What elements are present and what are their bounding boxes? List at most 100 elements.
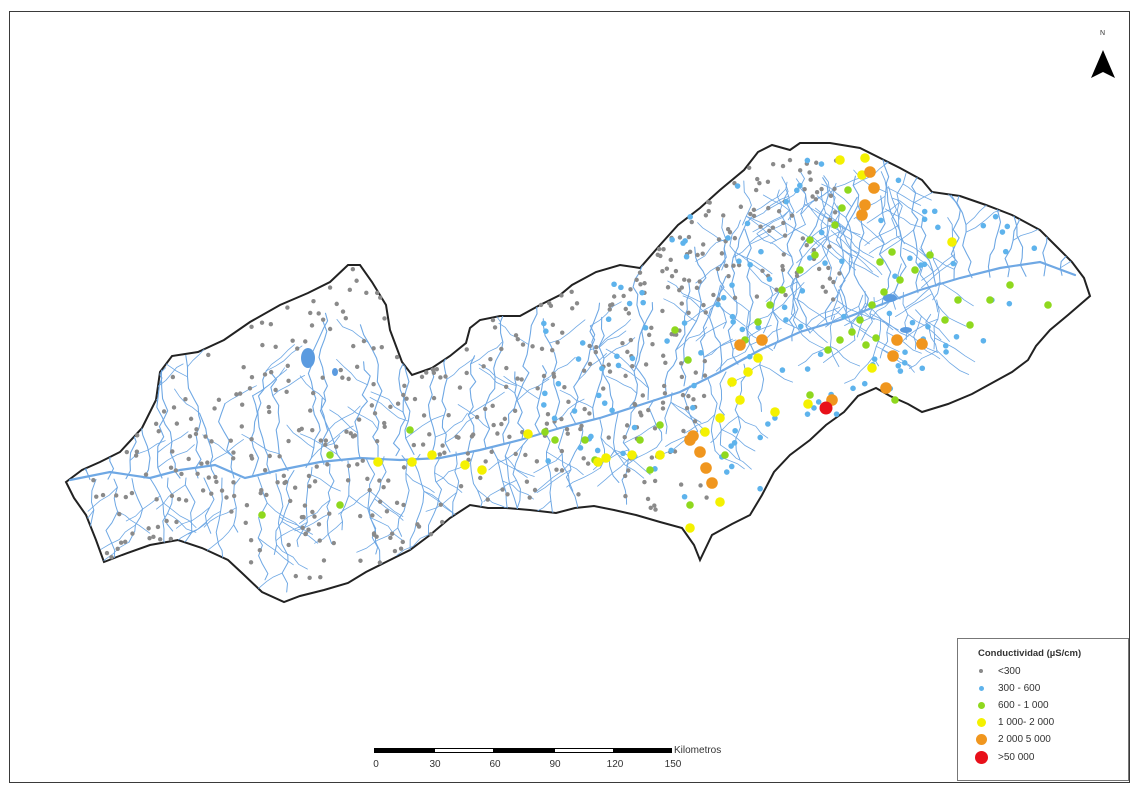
site-marker (681, 320, 688, 326)
site-marker (364, 290, 369, 296)
site-marker (715, 497, 725, 507)
river (836, 300, 875, 321)
site-marker (850, 385, 856, 392)
site-marker (296, 428, 302, 433)
site-marker (864, 166, 876, 178)
site-marker (686, 278, 692, 283)
site-marker (582, 406, 587, 412)
north-arrow: N (1088, 30, 1118, 86)
site-marker (310, 390, 316, 396)
river (157, 431, 189, 453)
site-marker (581, 456, 586, 461)
site-marker (669, 236, 675, 243)
site-marker (748, 211, 753, 217)
river (785, 181, 795, 221)
site-marker (660, 400, 666, 405)
river (756, 209, 791, 234)
site-marker (538, 302, 544, 308)
site-marker (673, 268, 679, 274)
legend-swatch (977, 701, 985, 709)
site-marker (343, 316, 349, 321)
site-marker (642, 324, 649, 331)
river (742, 180, 752, 226)
site-marker (157, 537, 163, 542)
site-marker (734, 183, 741, 189)
site-marker (360, 458, 365, 463)
site-marker (687, 430, 699, 442)
river (905, 282, 941, 308)
site-marker (309, 323, 315, 328)
site-marker (587, 343, 592, 349)
site-marker (700, 251, 705, 256)
site-marker (838, 204, 846, 212)
site-marker (796, 266, 804, 274)
site-marker (766, 205, 771, 211)
river (791, 277, 799, 329)
river (1008, 192, 1042, 215)
site-marker (523, 452, 528, 458)
site-marker (895, 362, 902, 369)
site-marker (639, 289, 645, 296)
legend-label: 2 000 5 000 (998, 733, 1051, 745)
site-marker (828, 193, 834, 199)
site-marker (283, 479, 289, 485)
site-marker (739, 326, 746, 333)
site-marker (931, 208, 938, 215)
site-marker (691, 382, 697, 389)
river (498, 322, 529, 345)
site-marker (826, 265, 831, 271)
site-marker (649, 325, 654, 331)
site-marker (321, 558, 327, 563)
site-marker (249, 456, 255, 461)
site-marker (1044, 301, 1052, 309)
site-marker (237, 391, 243, 396)
site-marker (687, 249, 693, 255)
river (729, 219, 741, 261)
site-marker (907, 255, 913, 262)
site-marker (200, 488, 206, 493)
site-marker (682, 277, 687, 282)
site-marker (323, 438, 329, 443)
site-marker (716, 237, 722, 242)
site-marker (394, 354, 400, 360)
site-marker (731, 263, 736, 268)
site-marker (285, 363, 290, 368)
legend-label: <300 (998, 665, 1021, 677)
site-marker (662, 391, 668, 396)
river (546, 451, 584, 476)
site-marker (133, 453, 139, 458)
site-marker (607, 307, 612, 312)
river (623, 424, 657, 444)
river (252, 367, 285, 397)
river (359, 324, 383, 458)
river (405, 414, 444, 439)
site-marker (642, 479, 647, 485)
river (997, 187, 1039, 212)
site-marker (631, 424, 638, 431)
site-marker (206, 352, 211, 358)
site-marker (306, 473, 312, 479)
site-marker (199, 461, 204, 466)
site-marker (534, 459, 540, 464)
river (902, 247, 934, 273)
river (811, 209, 843, 233)
site-marker (247, 386, 253, 391)
river (603, 337, 636, 359)
site-marker (811, 251, 819, 259)
site-marker (323, 442, 328, 448)
site-marker (438, 502, 443, 507)
site-marker (259, 320, 265, 325)
site-marker (564, 426, 570, 432)
river (921, 315, 950, 342)
site-marker (691, 397, 696, 402)
site-marker (115, 546, 120, 552)
river (797, 327, 829, 351)
site-marker (483, 459, 488, 464)
site-marker (311, 298, 316, 304)
site-marker (645, 496, 651, 502)
site-marker (727, 230, 733, 235)
river (718, 371, 727, 446)
site-marker (653, 507, 658, 512)
site-marker (499, 346, 504, 352)
site-marker (464, 370, 469, 376)
